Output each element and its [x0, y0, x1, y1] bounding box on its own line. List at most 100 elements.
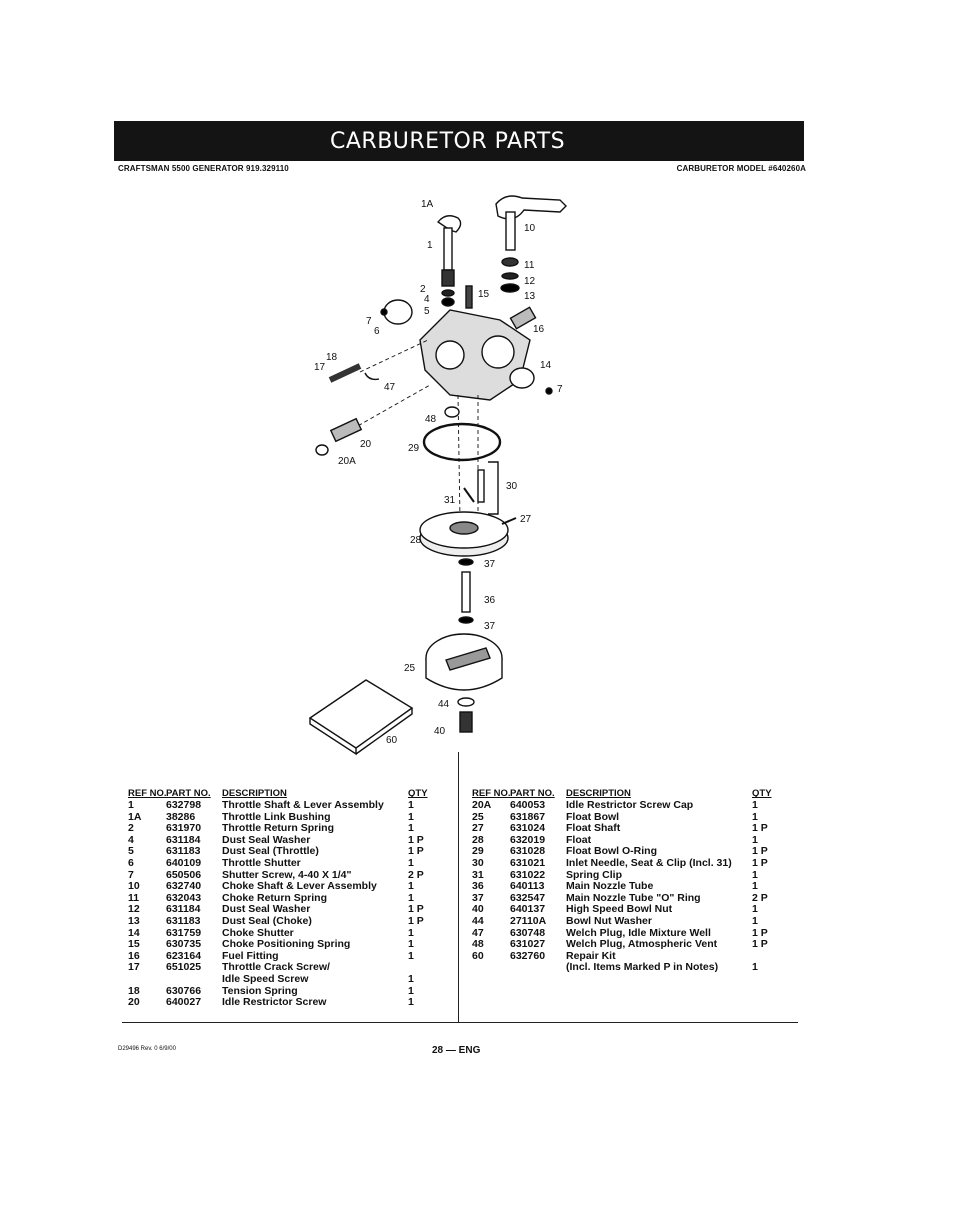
quantity-cell: 1 [408, 949, 414, 962]
description-cell: Throttle Crack Screw/ [222, 962, 330, 974]
description-cell: Float [566, 834, 592, 846]
quantity-cell: 1 [752, 903, 758, 916]
part-number-cell: 640109 [166, 856, 202, 869]
float-part [419, 519, 509, 557]
inlet-needle-part [477, 469, 485, 503]
part-number-cell: 631022 [510, 868, 546, 881]
callout-18: 18 [326, 352, 338, 363]
quantity-cell: 1 P [752, 822, 768, 835]
description-cell: Welch Plug, Idle Mixture Well [566, 927, 711, 939]
description-cell: Throttle Link Bushing [222, 811, 331, 823]
quantity-cell: 1 [752, 799, 758, 811]
part-number-cell: 632043 [166, 891, 202, 904]
part-number-cell: 630766 [166, 984, 202, 997]
description-cell: Shutter Screw, 4-40 X 1/4" [222, 869, 352, 881]
quantity-cell: 1 P [752, 926, 768, 939]
part-number-cell: 27110A [510, 914, 547, 927]
part-number-cell: 640113 [510, 880, 545, 893]
part-number-cell: 631184 [166, 903, 201, 916]
spring-clip-part [463, 487, 475, 503]
description-cell: Inlet Needle, Seat & Clip (Incl. 31) [566, 857, 732, 869]
description-cell: Fuel Fitting [222, 950, 279, 962]
callout-12: 12 [524, 276, 536, 287]
callout-29: 29 [408, 443, 420, 454]
quantity-cell: 1 [752, 880, 758, 893]
quantity-cell: 1 [408, 880, 414, 893]
part-number-cell: 38286 [166, 810, 196, 823]
callout-25: 25 [404, 663, 416, 674]
throttle-lever-part [436, 215, 462, 233]
throttle-crack-screw-part [328, 363, 362, 383]
float-shaft-part [501, 517, 517, 525]
throttle-return-spring-part [441, 269, 455, 287]
description-cell: Main Nozzle Tube [566, 881, 654, 893]
description-cell: Spring Clip [566, 869, 622, 881]
description-cell: Dust Seal Washer [222, 904, 311, 916]
ref-cell: 15 [128, 938, 140, 951]
part-number-cell: 631867 [510, 810, 546, 823]
page-number: 28 — ENG [432, 1045, 481, 1056]
ref-cell: 14 [128, 926, 140, 939]
description-cell: Throttle Shutter [222, 857, 301, 869]
ref-cell: 31 [472, 868, 484, 881]
quantity-cell: 1 [752, 914, 758, 927]
bowl-nut-washer-part [457, 697, 475, 707]
quantity-cell: 1 [408, 984, 414, 997]
header-qty: QTY [752, 788, 772, 800]
quantity-cell: 1 [408, 822, 414, 835]
quantity-cell: 1 [752, 868, 758, 881]
part-number-cell: 631970 [166, 822, 202, 835]
choke-lever-part [495, 195, 567, 220]
header-desc: DESCRIPTION [566, 788, 631, 800]
description-cell: Dust Seal (Choke) [222, 915, 312, 927]
description-cell: Welch Plug, Atmospheric Vent [566, 939, 718, 951]
part-number-cell: 631028 [510, 845, 546, 858]
ref-cell: 17 [128, 961, 140, 974]
callout-1: 1 [427, 240, 433, 251]
part-number-cell: 631024 [510, 822, 546, 835]
table-bottom-rule [122, 1022, 798, 1023]
ref-cell: 29 [472, 845, 484, 858]
nozzle-o-ring-upper-part [458, 558, 474, 566]
description-cell: Choke Shutter [222, 927, 294, 939]
quantity-cell: 1 [408, 926, 414, 939]
quantity-cell: 1 [752, 961, 758, 974]
ref-cell: 40 [472, 903, 484, 916]
ref-cell: 60 [472, 949, 484, 962]
table-column-divider [458, 752, 459, 1023]
welch-plug-atmospheric-part [444, 406, 460, 418]
callout-16: 16 [533, 324, 545, 335]
quantity-cell: 1 P [408, 903, 424, 916]
callout-10: 10 [524, 223, 536, 234]
callout-20: 20 [360, 439, 372, 450]
ref-cell: 2 [128, 822, 134, 835]
ref-cell: 20A [472, 799, 492, 811]
description-cell: Main Nozzle Tube "O" Ring [566, 892, 701, 904]
choke-dust-seal-part [500, 283, 520, 293]
part-number-cell: 630735 [166, 938, 202, 951]
callout-47: 47 [384, 382, 396, 393]
ref-cell: 27 [472, 822, 484, 835]
ref-cell: 6 [128, 856, 134, 869]
quantity-cell: 1 P [408, 833, 424, 846]
diagram-callout-labels: 1A 1 2 4 5 7 6 18 17 47 48 20 20A 29 10 … [314, 199, 563, 746]
choke-positioning-spring-part [465, 285, 473, 309]
header-desc: DESCRIPTION [222, 788, 287, 800]
part-number-cell: 632019 [510, 833, 546, 846]
description-cell: Tension Spring [222, 985, 298, 997]
ref-cell [128, 974, 166, 986]
callout-40: 40 [434, 726, 446, 737]
quantity-cell: 2 P [408, 868, 424, 881]
callout-1a: 1A [421, 199, 434, 210]
